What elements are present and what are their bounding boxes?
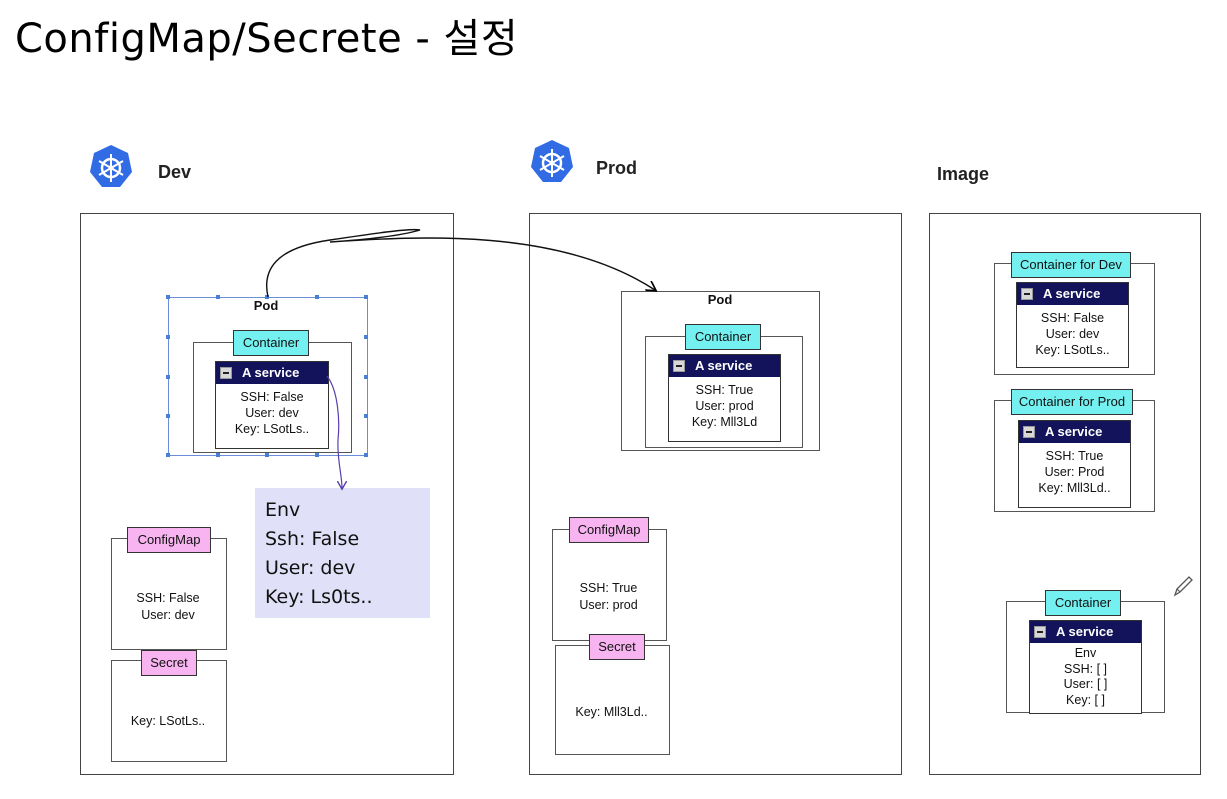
env-note-line: User: dev [265, 557, 356, 579]
dev-service-header: A service [216, 362, 328, 384]
prod-pod-label: Pod [707, 292, 733, 307]
dev-service-line: SSH: False [240, 390, 304, 404]
kubernetes-logo-icon [90, 145, 132, 187]
dev-service-name: A service [242, 365, 300, 380]
prod-configmap [552, 529, 667, 641]
page-title: ConfigMap/Secrete - 설정 [15, 16, 519, 62]
prod-service-line: Key: Mll3Ld [691, 415, 758, 429]
image-dev-service-line: User: dev [1045, 327, 1100, 341]
image-label: Image [937, 164, 990, 184]
prod-container-tag: Container [685, 324, 761, 350]
env-note-line: Env [265, 499, 301, 521]
image-generic-service-line: SSH: [ ] [1063, 661, 1108, 676]
dev-configmap [111, 538, 227, 650]
prod-service-line: SSH: True [695, 383, 754, 397]
dev-pod-label: Pod [253, 298, 279, 313]
image-prod-service[interactable]: A service SSH: True User: Prod Key: Mll3… [1018, 420, 1131, 508]
image-dev-service-header: A service [1017, 283, 1128, 305]
collapse-icon[interactable] [1021, 288, 1033, 300]
collapse-icon[interactable] [1034, 626, 1046, 638]
collapse-icon[interactable] [1023, 426, 1035, 438]
dev-configmap-line: SSH: False [136, 591, 200, 605]
image-generic-container-tag: Container [1045, 590, 1121, 616]
image-dev-service[interactable]: A service SSH: False User: dev Key: LSot… [1016, 282, 1129, 368]
dev-service-line: Key: LSotLs.. [234, 422, 310, 436]
collapse-icon[interactable] [673, 360, 685, 372]
dev-secret-tag: Secret [141, 650, 197, 676]
collapse-icon[interactable] [220, 367, 232, 379]
image-dev-service-line: SSH: False [1040, 311, 1105, 325]
image-prod-service-line: Key: Mll3Ld.. [1038, 481, 1111, 495]
image-generic-service-name: A service [1056, 624, 1114, 639]
image-prod-service-header: A service [1019, 421, 1130, 443]
prod-service-name: A service [695, 358, 753, 373]
prod-label: Prod [596, 158, 638, 178]
dev-label: Dev [158, 162, 192, 182]
dev-service[interactable]: A service SSH: False User: dev Key: LSot… [215, 361, 329, 449]
image-generic-service-line: Key: [ ] [1066, 692, 1105, 707]
image-dev-service-name: A service [1043, 286, 1101, 301]
env-annotation-arrow [326, 375, 342, 488]
dev-secret-line: Key: LSotLs.. [130, 714, 206, 728]
dev-service-line: User: dev [245, 406, 299, 420]
dev-configmap-line: User: dev [141, 608, 195, 622]
image-generic-service-line: Env [1074, 646, 1097, 660]
image-generic-service-line: User: [ ] [1063, 677, 1108, 691]
pencil-icon[interactable] [1172, 574, 1194, 598]
dev-env-note: Env Ssh: False User: dev Key: Ls0ts.. [255, 488, 430, 618]
prod-secret-tag: Secret [589, 634, 645, 660]
image-dev-container-tag: Container for Dev [1011, 252, 1131, 278]
dev-secret [111, 660, 227, 762]
image-dev-service-line: Key: LSotLs.. [1035, 343, 1110, 357]
image-prod-container-tag: Container for Prod [1011, 389, 1133, 415]
image-generic-service[interactable]: A service Env SSH: [ ] User: [ ] Key: [ … [1029, 620, 1142, 714]
prod-configmap-line: SSH: True [579, 581, 638, 595]
prod-service-line: User: prod [695, 399, 754, 413]
prod-service-header: A service [669, 355, 780, 377]
env-note-line: Ssh: False [265, 528, 360, 550]
env-note-line: Key: Ls0ts.. [265, 586, 373, 608]
prod-secret-line: Key: Mll3Ld.. [575, 705, 648, 719]
image-prod-service-line: User: Prod [1044, 465, 1105, 479]
dev-to-prod-arrow [266, 228, 655, 298]
kubernetes-logo-icon [531, 140, 573, 182]
image-generic-service-header: A service [1030, 621, 1141, 643]
prod-service[interactable]: A service SSH: True User: prod Key: Mll3… [668, 354, 781, 442]
image-prod-service-name: A service [1045, 424, 1103, 439]
dev-configmap-tag: ConfigMap [127, 527, 211, 553]
dev-container-tag: Container [233, 330, 309, 356]
image-prod-service-line: SSH: True [1045, 449, 1104, 463]
prod-configmap-line: User: prod [579, 598, 638, 612]
prod-configmap-tag: ConfigMap [569, 517, 649, 543]
